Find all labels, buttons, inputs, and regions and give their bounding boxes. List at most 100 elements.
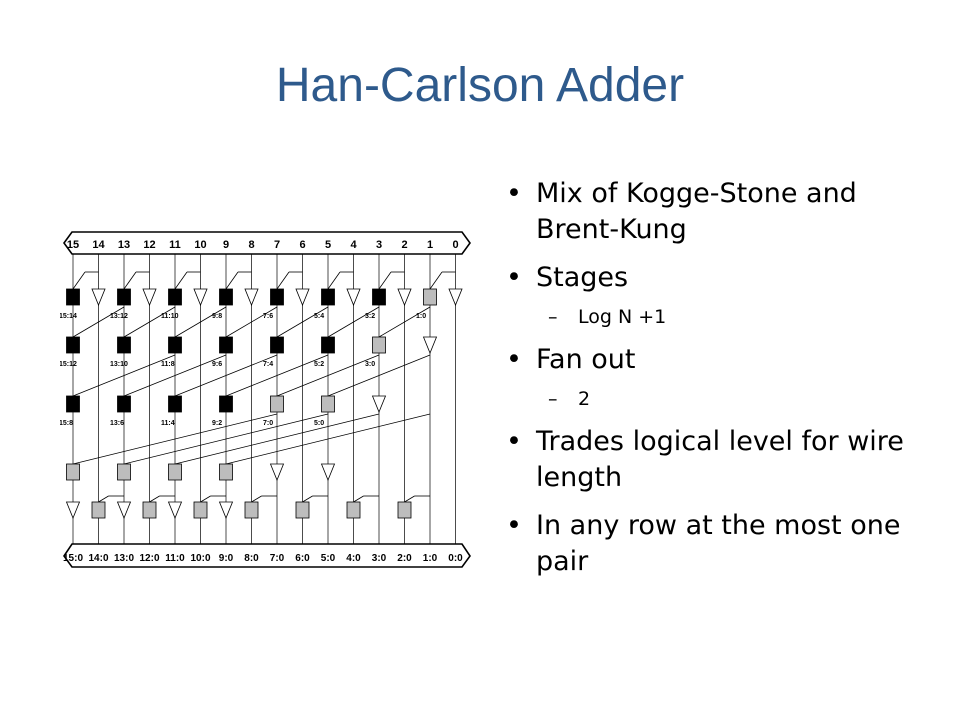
stage3-label: 11:4 <box>161 420 175 427</box>
gray-cell <box>372 336 386 354</box>
black-cell <box>168 395 182 413</box>
stage1-label: 11:10 <box>161 313 179 320</box>
stage3-label: 15:8 <box>60 420 73 427</box>
stage2-label: 9:6 <box>212 361 222 368</box>
carry-wire <box>123 354 227 397</box>
carry-wire <box>72 271 86 290</box>
gray-cell <box>244 501 259 519</box>
carry-wire <box>429 271 443 290</box>
gray-cell <box>193 501 208 519</box>
black-cell <box>270 336 284 354</box>
input-bit-label: 5 <box>325 239 331 251</box>
carry-wire <box>123 271 137 290</box>
output-group-label: 0:0 <box>448 553 463 564</box>
stage1-label: 1:0 <box>416 313 426 320</box>
carry-wire <box>378 306 431 338</box>
carry-wire <box>123 306 176 338</box>
output-group-label: 14:0 <box>88 553 108 564</box>
carry-wire <box>200 495 211 503</box>
long-carry-wire <box>225 413 431 465</box>
stage2-label: 3:0 <box>365 361 375 368</box>
bullet-item: •Trades logical level for wire length <box>506 426 904 493</box>
output-group-label: 1:0 <box>423 553 438 564</box>
black-cell <box>66 288 80 306</box>
black-cell <box>219 395 233 413</box>
gray-cell <box>423 288 437 306</box>
stage2-label: 13:10 <box>110 361 128 368</box>
stage1-label: 13:12 <box>110 313 128 320</box>
carry-wire <box>276 306 329 338</box>
carry-wire <box>72 354 176 397</box>
bullet-item: •Fan out <box>506 344 636 375</box>
buffer-cell <box>65 501 81 520</box>
bullet-item: •Stages <box>506 262 629 293</box>
output-group-label: 7:0 <box>270 553 285 564</box>
carry-wire <box>225 271 239 290</box>
buffer-cell <box>397 288 412 307</box>
output-group-label: 12:0 <box>139 553 159 564</box>
stage1-label: 15:14 <box>60 313 77 320</box>
output-group-label: 8:0 <box>244 553 259 564</box>
bullet-list: •Mix of Kogge-Stone and Brent-Kung •Stag… <box>500 176 940 592</box>
bullet-item: •Mix of Kogge-Stone and Brent-Kung <box>506 178 857 245</box>
carry-wire <box>72 306 125 338</box>
output-group-label: 4:0 <box>346 553 361 564</box>
black-cell <box>66 395 80 413</box>
black-cell <box>117 395 131 413</box>
input-bit-label: 9 <box>223 239 229 251</box>
gray-cell <box>321 395 335 413</box>
gray-cell <box>168 463 182 481</box>
carry-wire <box>404 495 415 503</box>
input-bus <box>63 231 471 255</box>
carry-wire <box>302 495 313 503</box>
buffer-cell <box>91 288 106 307</box>
carry-wire <box>276 271 290 290</box>
stage2-label: 11:8 <box>161 361 175 368</box>
gray-cell <box>270 395 284 413</box>
stage3-label: 9:2 <box>212 420 222 427</box>
gray-cell <box>142 501 157 519</box>
gray-cell <box>91 501 106 519</box>
carry-wire <box>225 354 329 397</box>
gray-cell <box>219 463 233 481</box>
input-bit-label: 0 <box>452 239 458 251</box>
stage2-label: 15:12 <box>60 361 77 368</box>
carry-wire <box>174 306 227 338</box>
output-group-label: 6:0 <box>295 553 310 564</box>
carry-wire <box>174 271 188 290</box>
black-cell <box>117 288 131 306</box>
input-bit-label: 14 <box>92 239 105 251</box>
stage3-label: 5:0 <box>314 420 324 427</box>
carry-wire <box>353 495 364 503</box>
black-cell <box>168 288 182 306</box>
buffer-cell <box>218 501 234 520</box>
gray-cell <box>295 501 310 519</box>
output-group-label: 11:0 <box>165 553 185 564</box>
black-cell <box>321 336 335 354</box>
input-bit-label: 10 <box>194 239 206 251</box>
buffer-cell <box>320 463 336 482</box>
input-bit-label: 4 <box>350 239 357 251</box>
carry-wire <box>327 354 431 397</box>
black-cell <box>270 288 284 306</box>
stage1-label: 7:6 <box>263 313 273 320</box>
bullet-item: •In any row at the most one pair <box>506 510 901 577</box>
input-bit-label: 13 <box>118 239 130 251</box>
output-group-label: 13:0 <box>114 553 134 564</box>
input-bit-label: 15 <box>67 239 79 251</box>
carry-wire <box>327 306 380 338</box>
input-bit-label: 8 <box>248 239 254 251</box>
carry-wire <box>174 354 278 397</box>
output-group-label: 15:0 <box>63 553 83 564</box>
buffer-cell <box>295 288 310 307</box>
input-bit-label: 6 <box>299 239 305 251</box>
long-carry-wire <box>72 413 278 465</box>
buffer-cell <box>142 288 157 307</box>
output-group-label: 9:0 <box>219 553 234 564</box>
black-cell <box>321 288 335 306</box>
slide-title: Han-Carlson Adder <box>275 59 685 112</box>
stage3-label: 7:0 <box>263 420 273 427</box>
carry-wire <box>378 271 392 290</box>
stage2-label: 7:4 <box>263 361 273 368</box>
